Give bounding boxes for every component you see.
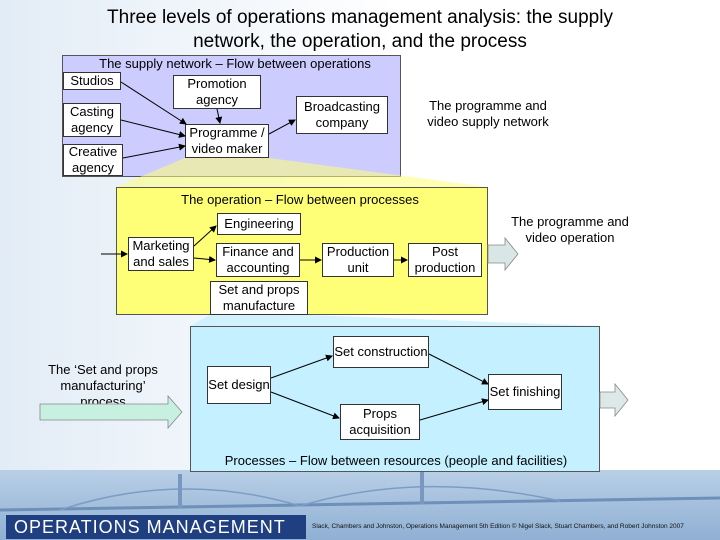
post-production-box: Post production	[408, 243, 482, 277]
creative-agency-box: Creative agency	[63, 144, 123, 176]
production-unit-box: Production unit	[322, 243, 394, 277]
set-props-manufacture-box: Set and props manufacture	[210, 281, 308, 315]
supply-network-side-label: The programme and video supply network	[427, 98, 549, 129]
bridge-graphic	[0, 472, 720, 512]
process-side-label: The ‘Set and props manufacturing’ proces…	[48, 362, 158, 409]
title-line-2: network, the operation, and the process	[193, 31, 527, 52]
operation-header: The operation – Flow between processes	[181, 192, 419, 207]
process-footer-label: Processes – Flow between resources (peop…	[224, 453, 568, 468]
operations-management-logo: OPERATIONS MANAGEMENT	[6, 515, 306, 539]
set-finishing-box: Set finishing	[488, 374, 562, 410]
supply-network-header: The supply network – Flow between operat…	[99, 56, 371, 71]
slide-title: Three levels of operations management an…	[60, 6, 660, 54]
title-line-1: Three levels of operations management an…	[107, 7, 613, 28]
promotion-agency-box: Promotion agency	[173, 75, 261, 109]
set-construction-box: Set construction	[333, 336, 429, 368]
studios-box: Studios	[63, 72, 121, 90]
props-acquisition-box: Props acquisition	[340, 404, 420, 440]
copyright-credit: Slack, Chambers and Johnston, Operations…	[312, 523, 684, 530]
broadcasting-company-box: Broadcasting company	[296, 96, 388, 134]
programme-maker-box: Programme / video maker	[185, 124, 269, 158]
operation-side-label: The programme and video operation	[511, 214, 629, 245]
finance-accounting-box: Finance and accounting	[216, 243, 300, 277]
set-design-box: Set design	[207, 366, 271, 404]
marketing-sales-box: Marketing and sales	[128, 237, 194, 271]
casting-agency-box: Casting agency	[63, 103, 121, 137]
engineering-box: Engineering	[217, 213, 301, 235]
